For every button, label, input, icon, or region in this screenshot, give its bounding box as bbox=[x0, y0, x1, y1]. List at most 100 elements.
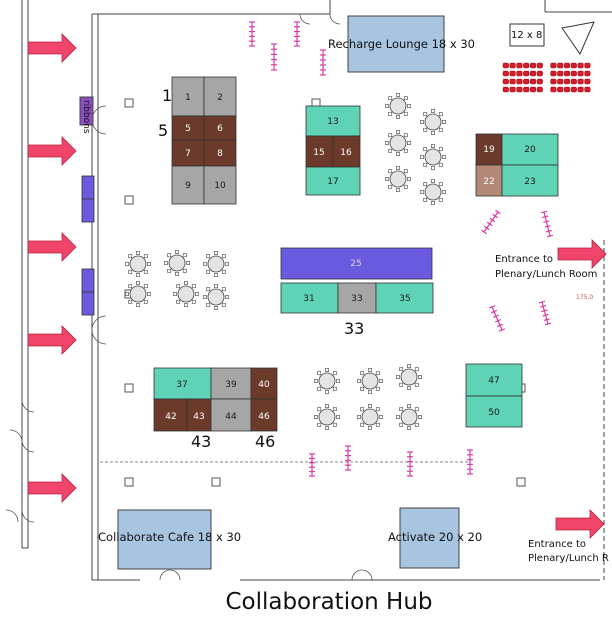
theater-seat bbox=[550, 70, 557, 77]
booth-16[interactable] bbox=[332, 135, 361, 168]
booth-2-number: 2 bbox=[217, 93, 223, 103]
round-table bbox=[314, 368, 340, 394]
booth-37-number: 37 bbox=[176, 380, 187, 390]
cluster-labels: 1 5 33 43 46 bbox=[158, 86, 364, 451]
booth-46[interactable] bbox=[250, 398, 278, 432]
theater-seat bbox=[516, 86, 523, 93]
entrance-arrow bbox=[27, 473, 77, 503]
booth-19[interactable] bbox=[475, 133, 503, 166]
theater-seat bbox=[563, 70, 571, 77]
entrance-1-line-2: Plenary/Lunch Room bbox=[495, 269, 597, 280]
entrance-arrow bbox=[555, 509, 605, 539]
cluster-label-33: 33 bbox=[344, 319, 364, 338]
entrance-arrow bbox=[557, 239, 607, 269]
theater-seat bbox=[557, 86, 564, 93]
collaborate-cafe-area bbox=[117, 509, 212, 570]
round-table bbox=[203, 284, 229, 310]
booth-23[interactable] bbox=[501, 164, 559, 197]
stanchion bbox=[538, 300, 552, 326]
entrance-arrow bbox=[27, 33, 77, 63]
theater-seat bbox=[502, 62, 509, 69]
theater-seat bbox=[523, 70, 530, 77]
booth-25[interactable] bbox=[280, 247, 433, 280]
recharge-lounge-label: Recharge Lounge 18 x 30 bbox=[328, 37, 475, 51]
theater-seat bbox=[536, 78, 543, 85]
theater-seat bbox=[557, 62, 564, 69]
stanchion bbox=[467, 449, 473, 475]
booth-9[interactable] bbox=[171, 165, 205, 205]
booth-9-number: 9 bbox=[185, 181, 191, 191]
activate-area bbox=[399, 507, 460, 569]
booth-40-number: 40 bbox=[258, 380, 270, 390]
theater-seat bbox=[577, 62, 584, 69]
booth-47[interactable] bbox=[465, 363, 523, 397]
stanchion bbox=[345, 445, 351, 471]
theater-seat bbox=[584, 62, 591, 69]
theater-seat bbox=[550, 62, 557, 69]
theater-seat bbox=[536, 86, 543, 93]
cluster-label-43: 43 bbox=[191, 432, 211, 451]
booth-19-number: 19 bbox=[483, 145, 495, 155]
booth-50[interactable] bbox=[465, 395, 523, 428]
booth-20-number: 20 bbox=[524, 145, 536, 155]
theater-seat bbox=[509, 70, 516, 77]
entrance-1-line-1: Entrance to bbox=[495, 254, 553, 265]
booth-8[interactable] bbox=[203, 139, 237, 167]
theater-seat bbox=[557, 78, 564, 85]
ribbons-label: ribbons bbox=[81, 100, 91, 134]
round-table bbox=[385, 130, 411, 156]
booth-2[interactable] bbox=[203, 76, 237, 117]
theater-seat bbox=[577, 70, 584, 77]
booth-20[interactable] bbox=[501, 133, 559, 166]
stanchion bbox=[249, 21, 255, 47]
theater-seat bbox=[563, 62, 571, 69]
stanchion bbox=[488, 305, 506, 332]
theater-seat bbox=[584, 78, 591, 85]
booth-8-number: 8 bbox=[217, 149, 223, 159]
booth-35[interactable] bbox=[375, 282, 434, 314]
theater-seat bbox=[509, 62, 516, 69]
round-table bbox=[385, 166, 411, 192]
booth-6[interactable] bbox=[203, 115, 237, 141]
collaborate-cafe-label: Collaborate Cafe 18 x 30 bbox=[98, 530, 241, 544]
booth-13[interactable] bbox=[305, 105, 361, 137]
round-table bbox=[203, 251, 229, 277]
theater-seat bbox=[529, 62, 537, 69]
booth-22[interactable] bbox=[475, 164, 503, 197]
booth-35-number: 35 bbox=[399, 294, 410, 304]
cluster-label-1: 1 bbox=[162, 86, 172, 105]
theater-seat bbox=[502, 86, 509, 93]
booth-10-number: 10 bbox=[214, 181, 226, 191]
theater-seat bbox=[577, 78, 584, 85]
booth-numbers: 1 2 5 6 7 8 9 10 13 15 16 17 19 20 22 23… bbox=[165, 93, 536, 422]
booth-10[interactable] bbox=[203, 165, 237, 205]
booth-25-number: 25 bbox=[350, 259, 361, 269]
theater-seat bbox=[536, 62, 543, 69]
booths bbox=[153, 76, 559, 432]
booth-44-number: 44 bbox=[225, 412, 237, 422]
ribbons-table bbox=[79, 96, 94, 126]
theater-seat bbox=[523, 86, 530, 93]
entrance-arrow bbox=[27, 325, 77, 355]
booth-5-number: 5 bbox=[185, 124, 191, 134]
theater-seat bbox=[550, 86, 557, 93]
theater-seat bbox=[570, 62, 577, 69]
round-table bbox=[314, 404, 340, 430]
booth-40[interactable] bbox=[250, 367, 278, 400]
booth-23-number: 23 bbox=[524, 177, 535, 187]
booth-42-number: 42 bbox=[165, 412, 176, 422]
theater-seat bbox=[584, 70, 591, 77]
booth-15[interactable] bbox=[305, 135, 334, 168]
theater-seat bbox=[563, 78, 571, 85]
booth-1-number: 1 bbox=[185, 93, 191, 103]
booth-31[interactable] bbox=[280, 282, 339, 314]
round-table bbox=[396, 404, 422, 430]
theater-seat bbox=[509, 86, 516, 93]
theater-seat bbox=[557, 70, 564, 77]
booth-17[interactable] bbox=[305, 166, 361, 196]
theater-seat bbox=[516, 62, 523, 69]
theater-seat bbox=[584, 86, 591, 93]
round-table bbox=[125, 251, 151, 277]
recharge-lounge-area bbox=[347, 15, 445, 73]
